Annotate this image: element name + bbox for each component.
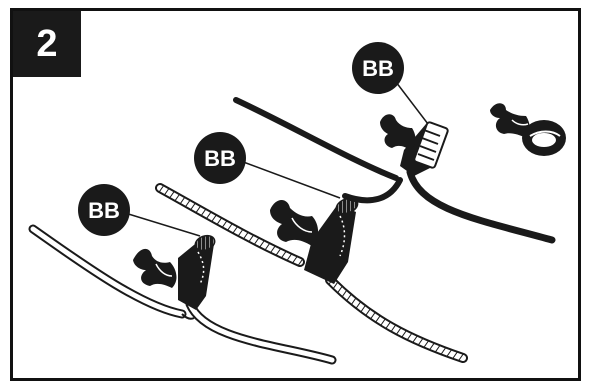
loose-clip-and-strap [490,103,566,156]
cable-tie-clip-2 [270,197,359,284]
leader-line-2 [237,159,341,199]
bb-callout-3: BB [352,42,404,94]
bb-callout-label: BB [204,146,236,171]
step-number: 2 [36,23,58,65]
leader-line-3 [395,81,429,125]
cable-tie-clip-1 [133,234,216,310]
cable-tie-clip-3 [380,114,449,176]
step-number-badge: 2 [13,11,81,77]
thick-black-cable [233,97,556,244]
thin-white-cable [28,224,337,365]
bb-callout-label: BB [362,56,394,81]
bb-callout-1: BB [78,184,130,236]
bb-callout-2: BB [194,132,246,184]
braided-cable [155,183,468,363]
bb-callout-label: BB [88,198,120,223]
leader-line-1 [121,211,201,237]
